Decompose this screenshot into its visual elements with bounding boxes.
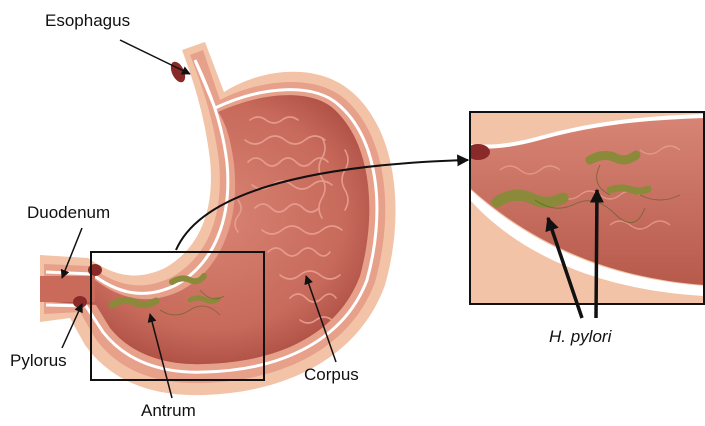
bacterium-icon: [497, 195, 563, 202]
corpus-label: Corpus: [304, 366, 359, 383]
bacterium-icon: [610, 188, 648, 191]
bacterium-icon: [112, 300, 156, 305]
antrum-label: Antrum: [141, 402, 196, 419]
zoom-inset: [466, 112, 704, 304]
duodenum-label: Duodenum: [27, 204, 110, 221]
pylorus-label: Pylorus: [10, 352, 67, 369]
esophagus-label: Esophagus: [45, 12, 130, 29]
pyloric-sphincter-lower: [73, 296, 87, 308]
esophagus-pointer: [120, 40, 190, 74]
duodenum-lumen: [40, 276, 95, 302]
h-pylori-label: H. pylori: [549, 328, 611, 345]
bacterium-icon: [590, 155, 636, 160]
h-pylori-pointer-right: [596, 190, 597, 318]
bacterium-icon: [172, 276, 204, 282]
